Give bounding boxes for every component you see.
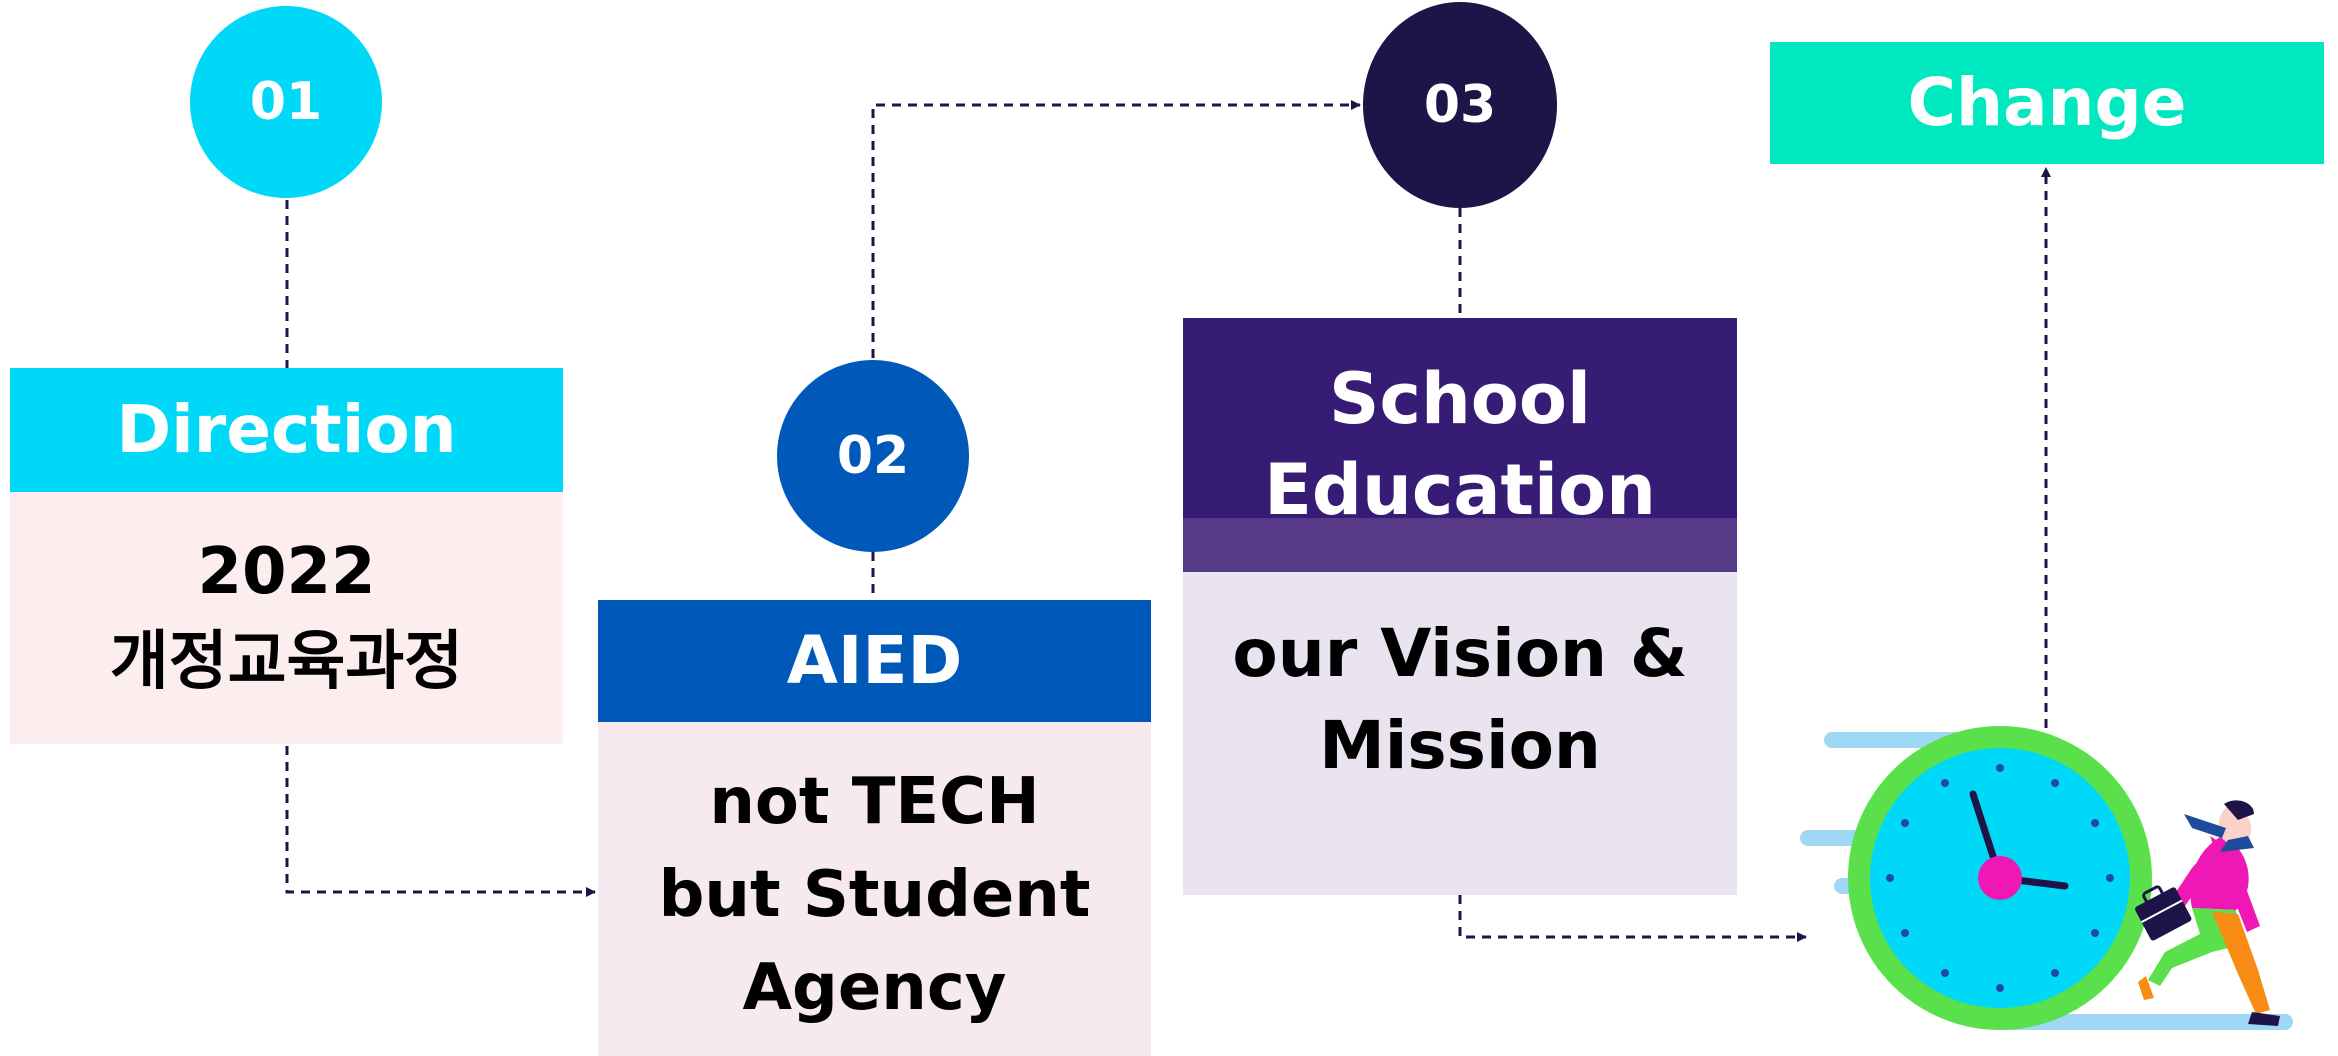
step-03-number: 03 (1423, 75, 1497, 135)
step-01-body: 2022 개정교육과정 (10, 492, 563, 744)
running-person-icon (2135, 800, 2280, 1026)
step-02-header-label: AIED (786, 622, 963, 700)
step-02-body-line: but Student (658, 857, 1091, 932)
connector-school-to-change-figure (1458, 895, 1807, 942)
step-01-number: 01 (249, 72, 323, 132)
step-03-circle: 03 (1363, 2, 1557, 208)
step-03-body-line: our Vision & (1232, 615, 1688, 692)
step-02-header: AIED (598, 600, 1151, 722)
running-person-with-clock-icon (1800, 726, 2293, 1030)
step-02-body-line: Agency (742, 950, 1007, 1025)
step-03-body-line: Mission (1319, 707, 1601, 785)
step-01-body-line: 2022 (197, 535, 376, 609)
step-03-header-line: School (1329, 358, 1591, 440)
clock-icon (1848, 726, 2152, 1030)
step-01-header-label: Direction (116, 391, 457, 469)
connector-direction-to-aied (285, 746, 596, 897)
step-03-header-line: Education (1264, 449, 1656, 531)
step-02-circle: 02 (777, 360, 969, 552)
step-03-body: our Vision & Mission (1183, 572, 1737, 895)
step-01-body-line: 개정교육과정 (109, 624, 464, 699)
change-label: Change (1907, 64, 2187, 142)
step-01-header: Direction (10, 368, 563, 492)
step-02-body: not TECH but Student Agency (598, 722, 1151, 1056)
step-03-header: School Education (1183, 318, 1737, 572)
step-02-body-line: not TECH (709, 765, 1040, 839)
step-02-number: 02 (836, 426, 910, 486)
connector-aied-to-03 (871, 100, 1361, 358)
change-box: Change (1770, 42, 2324, 164)
step-01-circle: 01 (190, 6, 382, 198)
